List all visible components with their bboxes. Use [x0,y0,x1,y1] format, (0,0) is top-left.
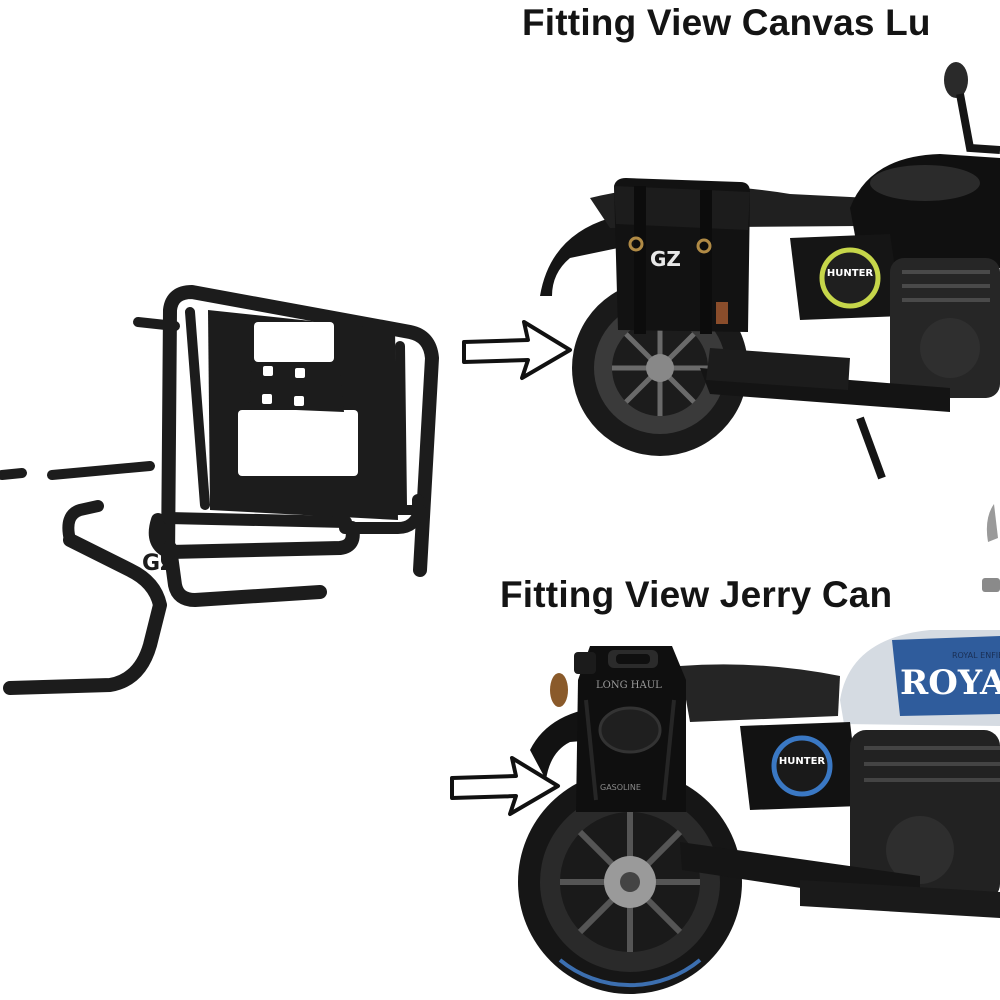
side-badge-bottom: HUNTER [779,756,826,767]
bag-logo: GZ [650,247,681,271]
tail-light-icon [550,673,568,707]
mount-bolt-icon [982,504,1000,592]
side-badge-top: HUNTER [827,268,874,279]
heading-canvas-luggage: Fitting View Canvas Lu [522,2,931,43]
rack-icon: GZ [0,285,439,695]
jerry-can-sub: GASOLINE [600,783,641,792]
canvas-bag-icon: GZ [614,178,750,334]
pointer-arrow-icon [450,756,560,816]
tank-brand: ROYAL [900,663,1000,703]
pointer-arrow-icon [462,320,572,380]
motorcycle-icon: ROYAL ROYAL ENFIELD HUNTER [518,630,1000,994]
rack-logo: GZ [142,551,176,576]
motorcycle-icon: HUNTER [540,62,1000,480]
jerry-can-icon: LONG HAUL GASOLINE [574,646,686,812]
heading-jerry-can: Fitting View Jerry Can [500,574,893,615]
jerry-can-text: LONG HAUL [596,680,662,691]
tank-brand-small: ROYAL ENFIELD [952,651,1000,660]
